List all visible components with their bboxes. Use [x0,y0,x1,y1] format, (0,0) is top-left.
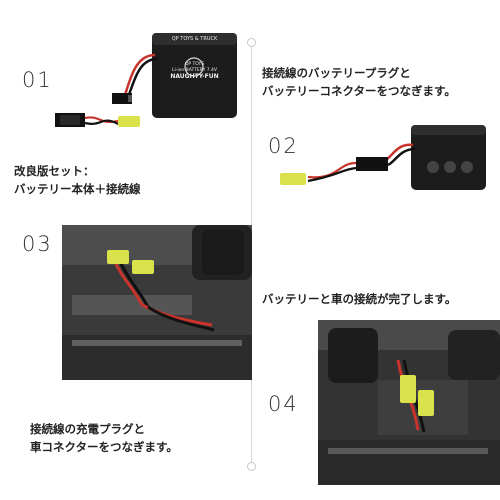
step-03-number: 03 [22,232,53,256]
kit-caption-line1: 改良版セット： [14,164,95,178]
connection-complete-caption: バッテリーと車の接続が完了します。 [262,292,457,306]
step-01-number: 01 [22,68,53,92]
step-04-caption-line1: 接続線の充電プラグと [30,422,145,436]
battery-kit-image [40,25,250,135]
kit-caption: 改良版セット： バッテリー本体＋接続線 [14,162,141,198]
connected-battery-image [268,115,493,200]
divider-dot-top [247,38,256,47]
step-02-caption-line2: バッテリーコネクターをつなぎます。 [262,84,456,98]
step-03-photo [62,225,252,380]
step-04-photo [318,320,500,485]
step-04-caption-line2: 車コネクターをつなぎます。 [30,440,178,454]
step-04-caption: 接続線の充電プラグと 車コネクターをつなぎます。 [30,420,178,456]
step-04-number: 04 [268,392,299,416]
battery-brand-label: QP TOYS & TRUCK [171,36,218,42]
battery-model-label: NAUGHTY-FUN [170,73,219,80]
divider-dot-bottom [247,462,256,471]
step-02-caption-line1: 接続線のバッテリープラグと [262,66,411,80]
step-02-number: 02 [268,134,299,158]
step-02-caption: 接続線のバッテリープラグと バッテリーコネクターをつなぎます。 [262,64,456,100]
kit-caption-line2: バッテリー本体＋接続線 [14,182,141,196]
battery-spec-label: Li-ion BATTERY 7.4V [172,68,217,73]
battery-logo-text: QP TOYS [184,62,205,67]
